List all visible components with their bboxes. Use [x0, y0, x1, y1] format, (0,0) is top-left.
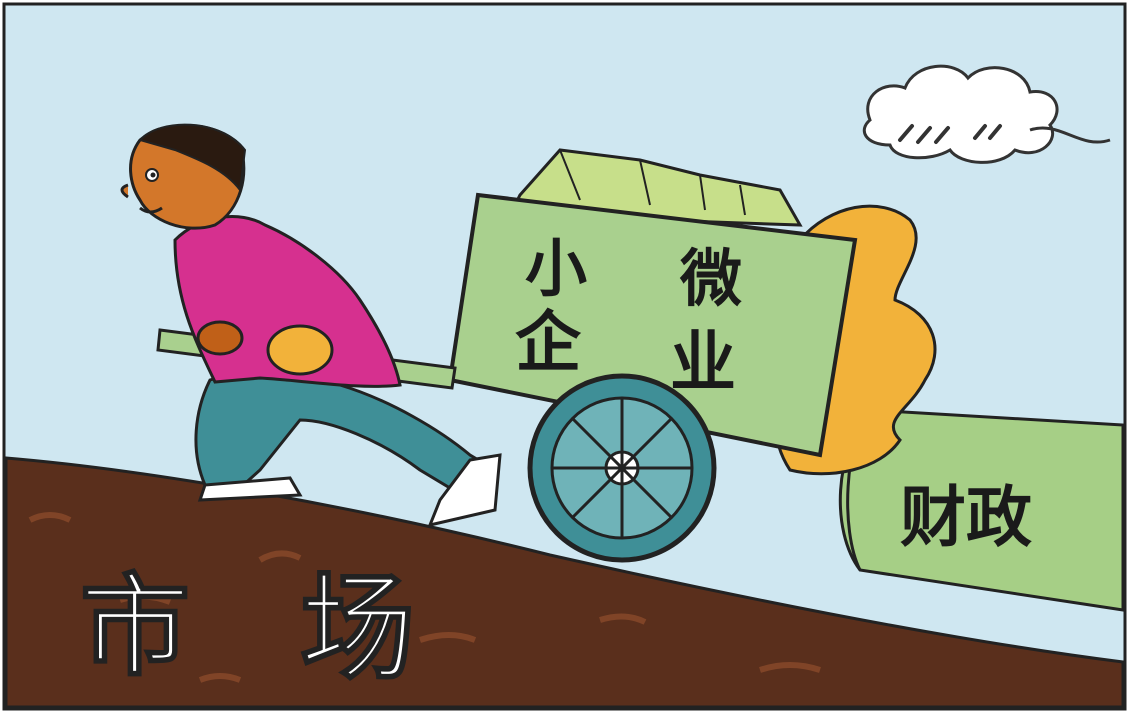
cart-label-line2-a: 企 [515, 304, 582, 381]
cart-wheel [527, 373, 717, 563]
cloud [862, 64, 1111, 164]
man [120, 123, 502, 528]
cart-label-line1-b: 微 [679, 242, 742, 315]
sleeve-label: 财政 [900, 479, 1032, 556]
hill-label-b: 场 [300, 562, 415, 696]
cart-label-line1-a: 小 [525, 232, 587, 305]
hill [4, 456, 1125, 709]
cart-box [447, 192, 858, 458]
cart-label-line2-b: 业 [670, 324, 736, 401]
hill-label-a: 市 [80, 563, 190, 691]
